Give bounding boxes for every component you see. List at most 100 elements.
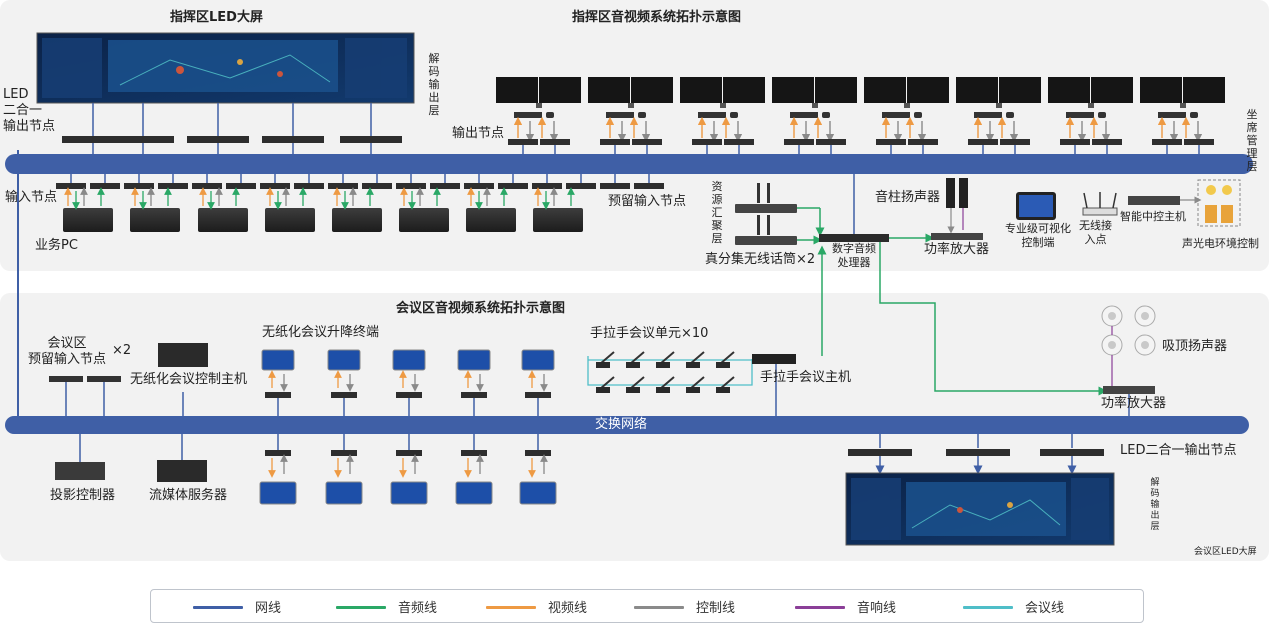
decoder-device <box>848 449 912 456</box>
monitor-stand <box>1088 103 1094 108</box>
paperless-terminal <box>392 349 426 371</box>
wireless-mic-label: 真分集无线话筒×2 <box>705 252 816 267</box>
monitor-stand <box>1180 103 1186 108</box>
conf-amplifier-label: 功率放大器 <box>1101 396 1167 411</box>
keyboard <box>882 112 910 118</box>
mouse <box>730 112 738 118</box>
mouse <box>822 112 830 118</box>
input-node-device <box>566 183 596 189</box>
blue-line-icon <box>193 606 243 609</box>
output-node-device <box>968 139 998 145</box>
conf-decode-layer-label: 解码输出层 <box>1150 478 1160 532</box>
monitor <box>772 77 814 103</box>
conf-led-title: 会议区LED大屏 <box>1194 547 1257 557</box>
input-node-device <box>260 183 290 189</box>
business-pc <box>63 208 113 232</box>
reserve-input-node-label: 预留输入节点 <box>608 194 687 209</box>
conference-unit-base <box>626 362 640 368</box>
monitor <box>1140 77 1182 103</box>
monitor <box>723 77 765 103</box>
terminal-node <box>525 392 551 398</box>
monitor <box>1091 77 1133 103</box>
business-pc-label: 业务PC <box>35 238 78 253</box>
command-amplifier-label: 功率放大器 <box>924 242 990 257</box>
paperless-terminal <box>261 349 295 371</box>
input-node-device <box>532 183 562 189</box>
conf-reserve-input-label: 会议区 预留输入节点 <box>28 336 107 367</box>
dsp-label: 数字音频 处理器 <box>832 242 876 269</box>
conf-led-output-label: LED二合一输出节点 <box>1120 443 1237 458</box>
gray-line-icon <box>634 606 684 609</box>
business-pc <box>533 208 583 232</box>
conference-unit-base <box>716 362 730 368</box>
mouse <box>914 112 922 118</box>
keyboard <box>606 112 634 118</box>
paperless-terminal <box>327 349 361 371</box>
output-node-device <box>1060 139 1090 145</box>
monitor <box>680 77 722 103</box>
input-node-device <box>634 183 664 189</box>
input-node-device <box>226 183 256 189</box>
output-node-device <box>784 139 814 145</box>
input-node-device <box>396 183 426 189</box>
seat-layer-label: 坐席管理层 <box>1246 108 1258 173</box>
output-node-device <box>508 139 538 145</box>
input-node-device <box>192 183 222 189</box>
paperless-terminal-label: 无纸化会议升降终端 <box>262 325 380 340</box>
orange-line-icon <box>486 606 536 609</box>
decoder-device <box>187 136 249 143</box>
hand-host-device <box>752 354 796 364</box>
ceiling-speaker-cone <box>1108 312 1116 320</box>
keyboard <box>974 112 1002 118</box>
business-pc <box>198 208 248 232</box>
conference-area-title: 会议区音视频系统拓扑示意图 <box>396 301 566 316</box>
decoder-device <box>262 136 324 143</box>
monitor-stand <box>628 103 634 108</box>
business-pc <box>399 208 449 232</box>
output-node-device <box>1092 139 1122 145</box>
decoder-device <box>340 136 402 143</box>
env-control-label: 声光电环境控制 <box>1182 237 1259 250</box>
input-node-device <box>464 183 494 189</box>
monitor <box>496 77 538 103</box>
terminal-node <box>461 392 487 398</box>
monitor <box>956 77 998 103</box>
ceiling-speaker-label: 吸顶扬声器 <box>1162 339 1228 354</box>
input-node-device <box>498 183 528 189</box>
cmd-decode-layer-label: 解码输出层 <box>428 52 440 117</box>
wireless-ap-label: 无线接 入点 <box>1079 219 1112 246</box>
ceiling-speaker-cone <box>1141 341 1149 349</box>
monitor-stand <box>996 103 1002 108</box>
monitor <box>815 77 857 103</box>
monitor <box>864 77 906 103</box>
purple-line-icon <box>795 606 845 609</box>
input-node-device <box>124 183 154 189</box>
business-pc <box>265 208 315 232</box>
output-node-device <box>724 139 754 145</box>
decoder-device <box>946 449 1010 456</box>
terminal-node <box>265 392 291 398</box>
input-node-device <box>90 183 120 189</box>
mouse <box>546 112 554 118</box>
decoder-device <box>112 136 174 143</box>
input-node-device <box>158 183 188 189</box>
input-node-device <box>56 183 86 189</box>
business-pc <box>332 208 382 232</box>
output-node-device <box>816 139 846 145</box>
monitor <box>539 77 581 103</box>
output-node-label: 输出节点 <box>452 126 505 141</box>
paperless-terminal <box>457 349 491 371</box>
paperless-terminal <box>519 481 557 505</box>
mouse <box>1006 112 1014 118</box>
monitor-stand <box>904 103 910 108</box>
resource-layer-label: 资源汇聚层 <box>711 180 723 245</box>
terminal-node <box>331 392 357 398</box>
paperless-terminal <box>521 349 555 371</box>
column-speaker-label: 音柱扬声器 <box>875 190 941 205</box>
output-node-device <box>908 139 938 145</box>
input-node-device <box>328 183 358 189</box>
monitor <box>999 77 1041 103</box>
command-network-bus <box>5 154 1253 174</box>
output-node-device <box>632 139 662 145</box>
